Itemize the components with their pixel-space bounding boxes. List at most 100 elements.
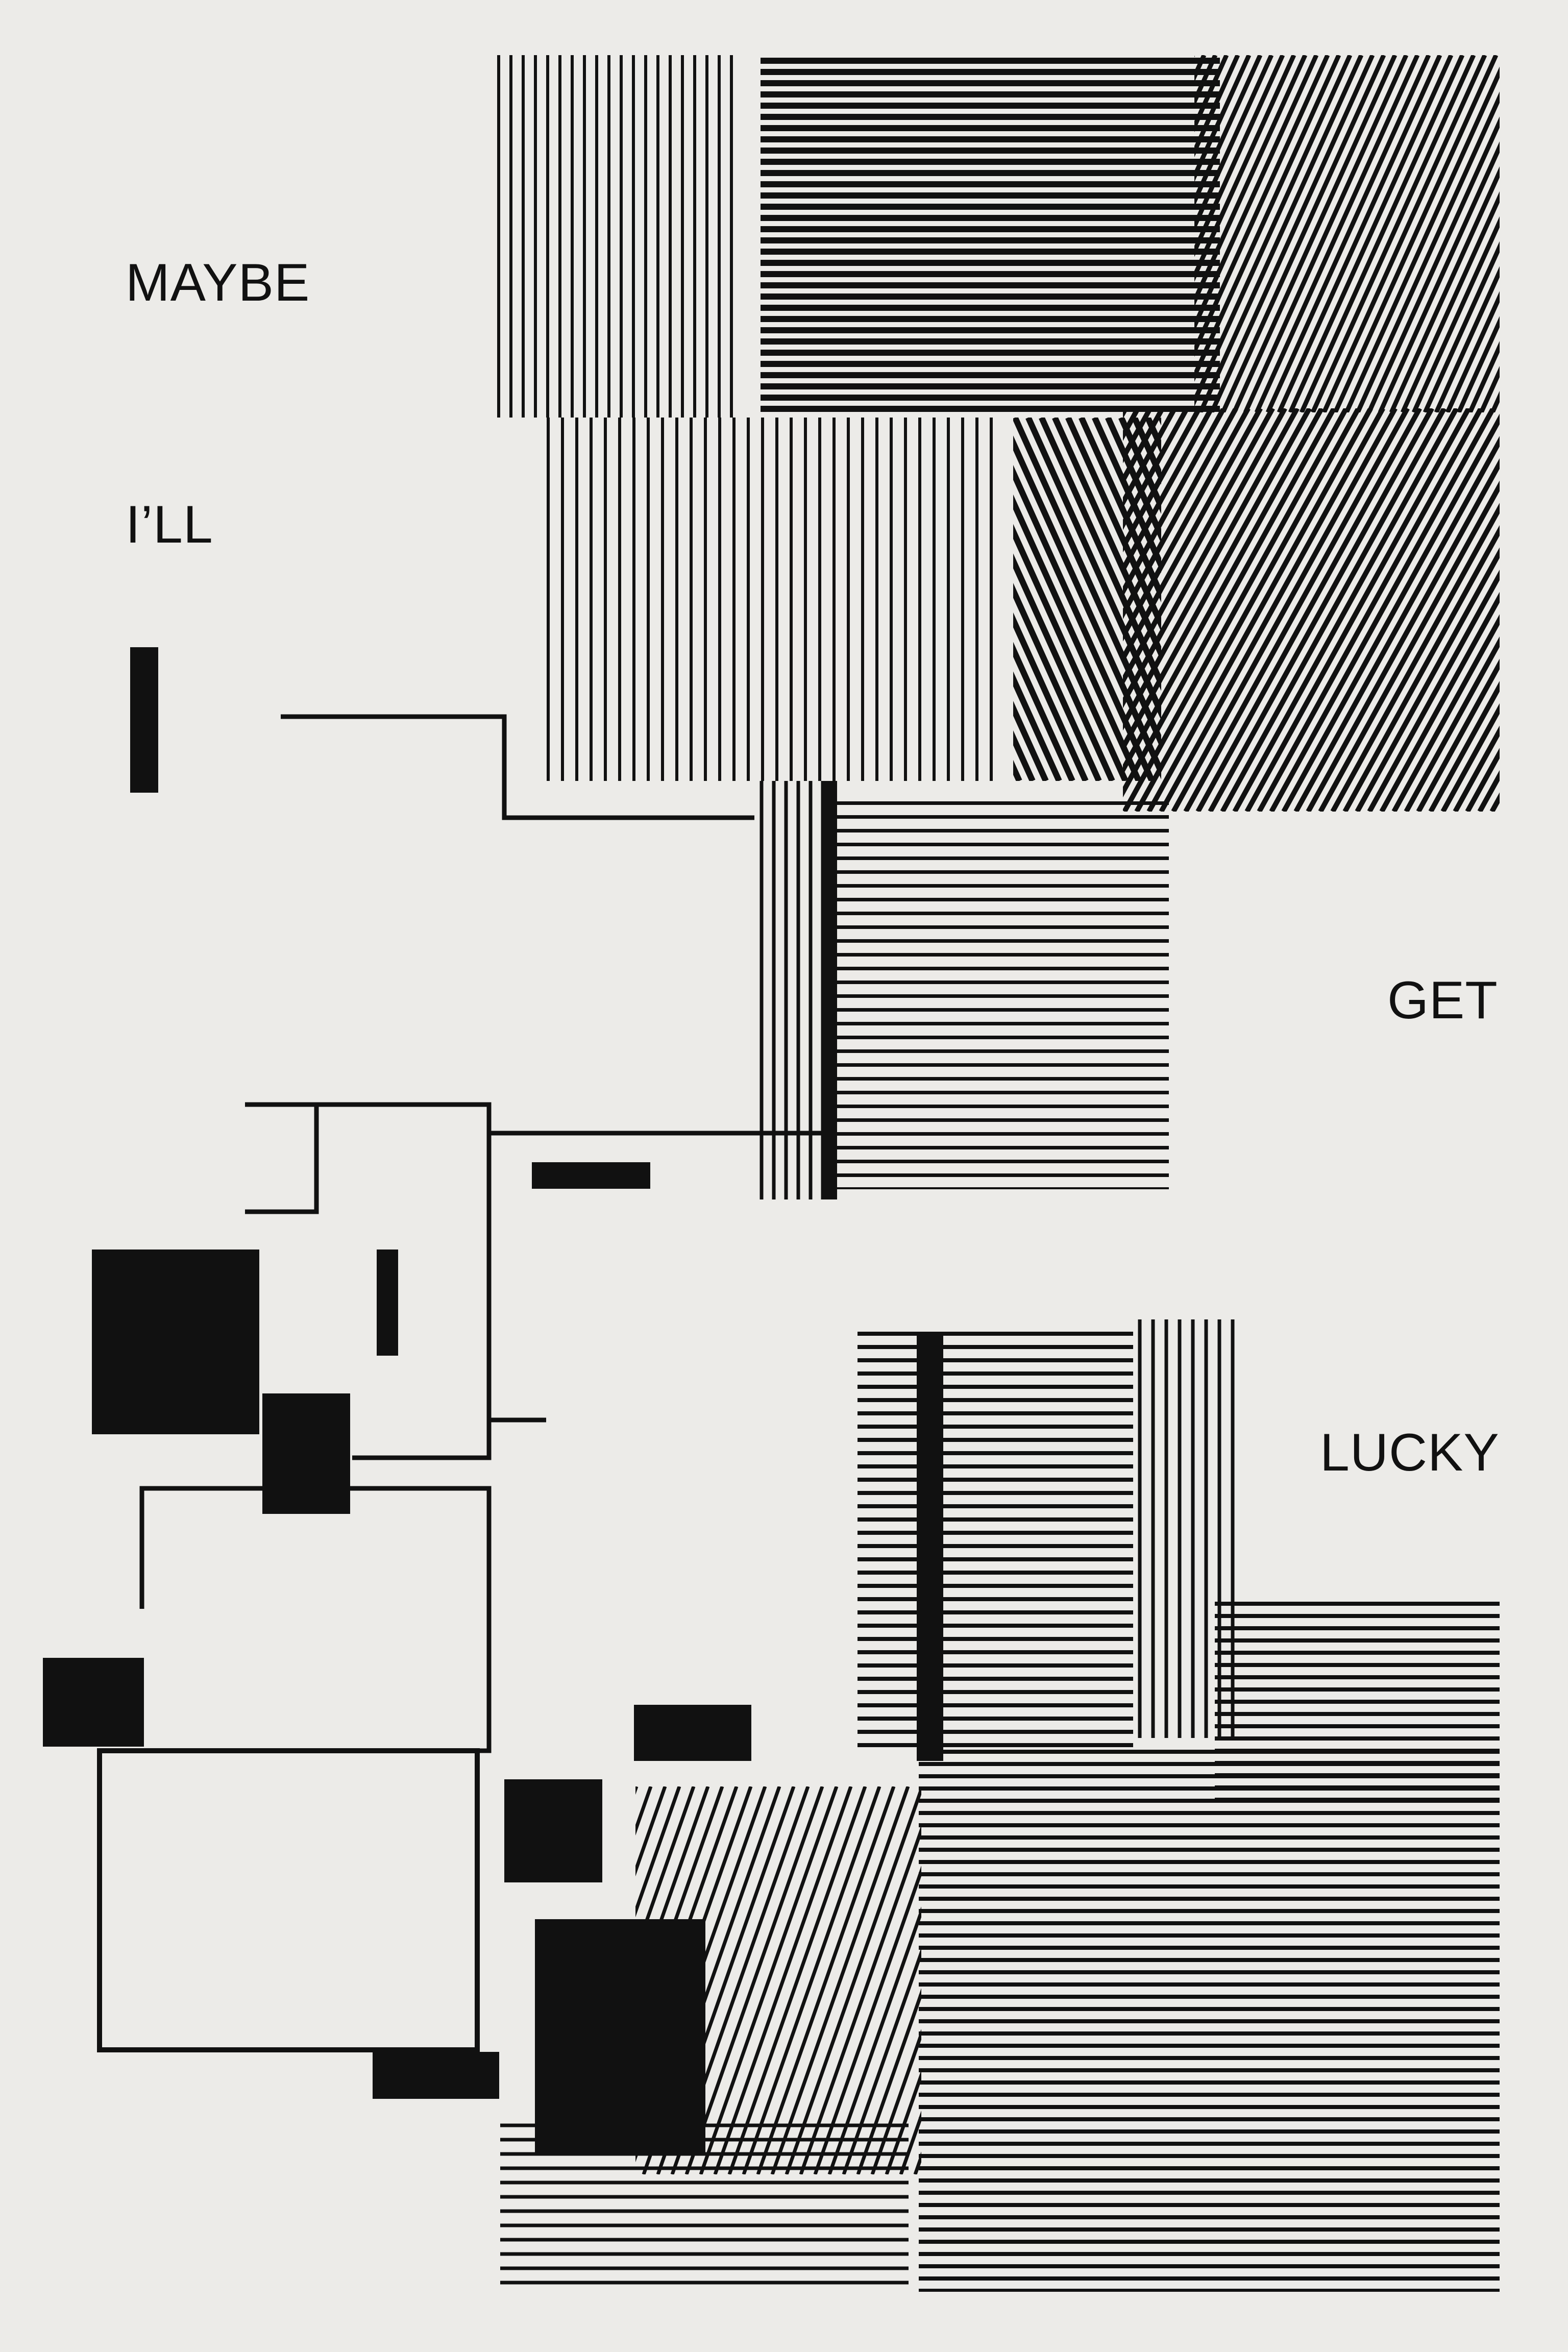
hatch-line xyxy=(1467,341,1500,412)
hatch-line xyxy=(1379,592,1500,812)
hatch-line xyxy=(1440,703,1500,812)
hatch-line xyxy=(1065,418,1161,632)
hatch-line xyxy=(1123,408,1300,731)
hatch-line xyxy=(1123,408,1202,553)
hatch-line xyxy=(1220,408,1447,812)
hatch-line xyxy=(1330,503,1500,812)
hatch-line xyxy=(1183,408,1410,812)
black-bar-bottom xyxy=(373,2052,499,2099)
outline-box-middle xyxy=(100,1486,492,1753)
hatch-line xyxy=(1257,408,1483,812)
hatch-line xyxy=(1194,55,1274,232)
block-layer xyxy=(43,647,943,2153)
hatch-line xyxy=(1146,408,1373,812)
hatch-line xyxy=(1342,525,1500,812)
hatch-line xyxy=(1159,408,1385,812)
hatch-line xyxy=(358,1786,494,2174)
hatch-line xyxy=(1052,418,1161,662)
outline-box-upper xyxy=(245,1102,492,1460)
hatch-line xyxy=(1293,436,1500,812)
hatch-line xyxy=(1490,390,1500,412)
hatch-line xyxy=(1504,408,1568,812)
hatch-line xyxy=(1079,418,1161,603)
hatch-line xyxy=(1366,116,1500,412)
hatch-panel-horizontal-center xyxy=(837,801,1169,1189)
hatch-line xyxy=(1265,55,1431,412)
word-lucky: LUCKY xyxy=(1320,1423,1500,1482)
hatch-line xyxy=(344,1786,479,2174)
ink-bar-lower xyxy=(917,1332,943,1761)
hatch-line xyxy=(1321,55,1487,412)
hatch-line xyxy=(386,1786,522,2174)
hatch-line xyxy=(1391,614,1500,812)
hatch-line xyxy=(1232,408,1459,812)
hatch-line xyxy=(713,1786,853,2174)
hatch-line xyxy=(1400,191,1500,412)
hatch-line xyxy=(1288,55,1454,412)
hatch-line xyxy=(1194,55,1263,207)
hatch-line xyxy=(1013,553,1115,781)
hatch-line xyxy=(1198,55,1364,412)
hatch-line xyxy=(1453,725,1500,812)
hatch-line xyxy=(1092,418,1161,573)
connector-lines xyxy=(97,714,827,2052)
hatch-line xyxy=(1194,55,1319,332)
hatch-line xyxy=(1208,408,1434,812)
hatch-line xyxy=(1171,408,1398,812)
black-rect-bottom xyxy=(535,1919,705,2153)
hatch-line xyxy=(1310,55,1476,412)
word-get: GET xyxy=(1387,971,1498,1030)
hatch-lines xyxy=(761,58,1220,412)
hatch-lines xyxy=(919,1750,1500,2292)
hatch-line xyxy=(1209,55,1375,412)
hatch-line xyxy=(1123,408,1324,775)
black-bar-tall xyxy=(130,647,158,793)
hatch-line xyxy=(1220,55,1386,412)
hatch-line xyxy=(1269,408,1496,812)
hatch-line xyxy=(1194,55,1330,357)
hatch-line xyxy=(1013,612,1089,781)
hatch-line xyxy=(1123,408,1165,486)
hatch-line xyxy=(843,418,1006,781)
hatch-line xyxy=(756,1786,896,2174)
hatch-line xyxy=(818,408,1040,812)
hatch-line xyxy=(785,1786,921,2174)
hatch-line xyxy=(929,1786,1065,2174)
hatch-line xyxy=(1194,55,1229,132)
hatch-lines xyxy=(547,418,993,781)
hatch-line xyxy=(1416,658,1500,812)
hatch-panel-horizontal-top xyxy=(761,58,1220,412)
hatch-line xyxy=(1013,671,1062,781)
hatch-line xyxy=(1194,55,1341,382)
black-bar-thin xyxy=(377,1250,398,1356)
hatch-lines xyxy=(683,408,1568,812)
hatch-line xyxy=(1434,266,1500,412)
hatch-line xyxy=(870,2029,921,2174)
hatch-line xyxy=(1243,55,1409,412)
hatch-lines xyxy=(1138,1319,1235,1738)
hatch-lines xyxy=(1194,55,1500,412)
hatch-line xyxy=(683,408,905,812)
hatch-panel-diagonal-right xyxy=(683,408,1568,812)
hatch-line xyxy=(799,1825,921,2174)
hatch-lines xyxy=(837,801,1169,1189)
hatch-panel-vertical-top xyxy=(497,55,733,418)
black-square-center xyxy=(504,1779,602,1882)
hatch-line xyxy=(1123,408,1312,753)
hatch-line xyxy=(829,418,993,781)
hatch-line xyxy=(1194,55,1308,307)
hatch-line xyxy=(1411,216,1500,412)
hatch-line xyxy=(1389,166,1500,412)
hatch-line xyxy=(1123,408,1275,687)
hatch-line xyxy=(1013,730,1036,781)
outline-notch xyxy=(245,1102,319,1214)
hatch-line xyxy=(1194,55,1240,157)
hatch-line xyxy=(1281,413,1500,812)
hatch-line xyxy=(1123,408,1189,530)
hatch-line xyxy=(1489,792,1500,812)
hatch-line xyxy=(1306,458,1500,812)
hatch-line xyxy=(842,1947,921,2174)
hatch-line xyxy=(769,408,991,812)
hatch-line xyxy=(1355,91,1500,412)
